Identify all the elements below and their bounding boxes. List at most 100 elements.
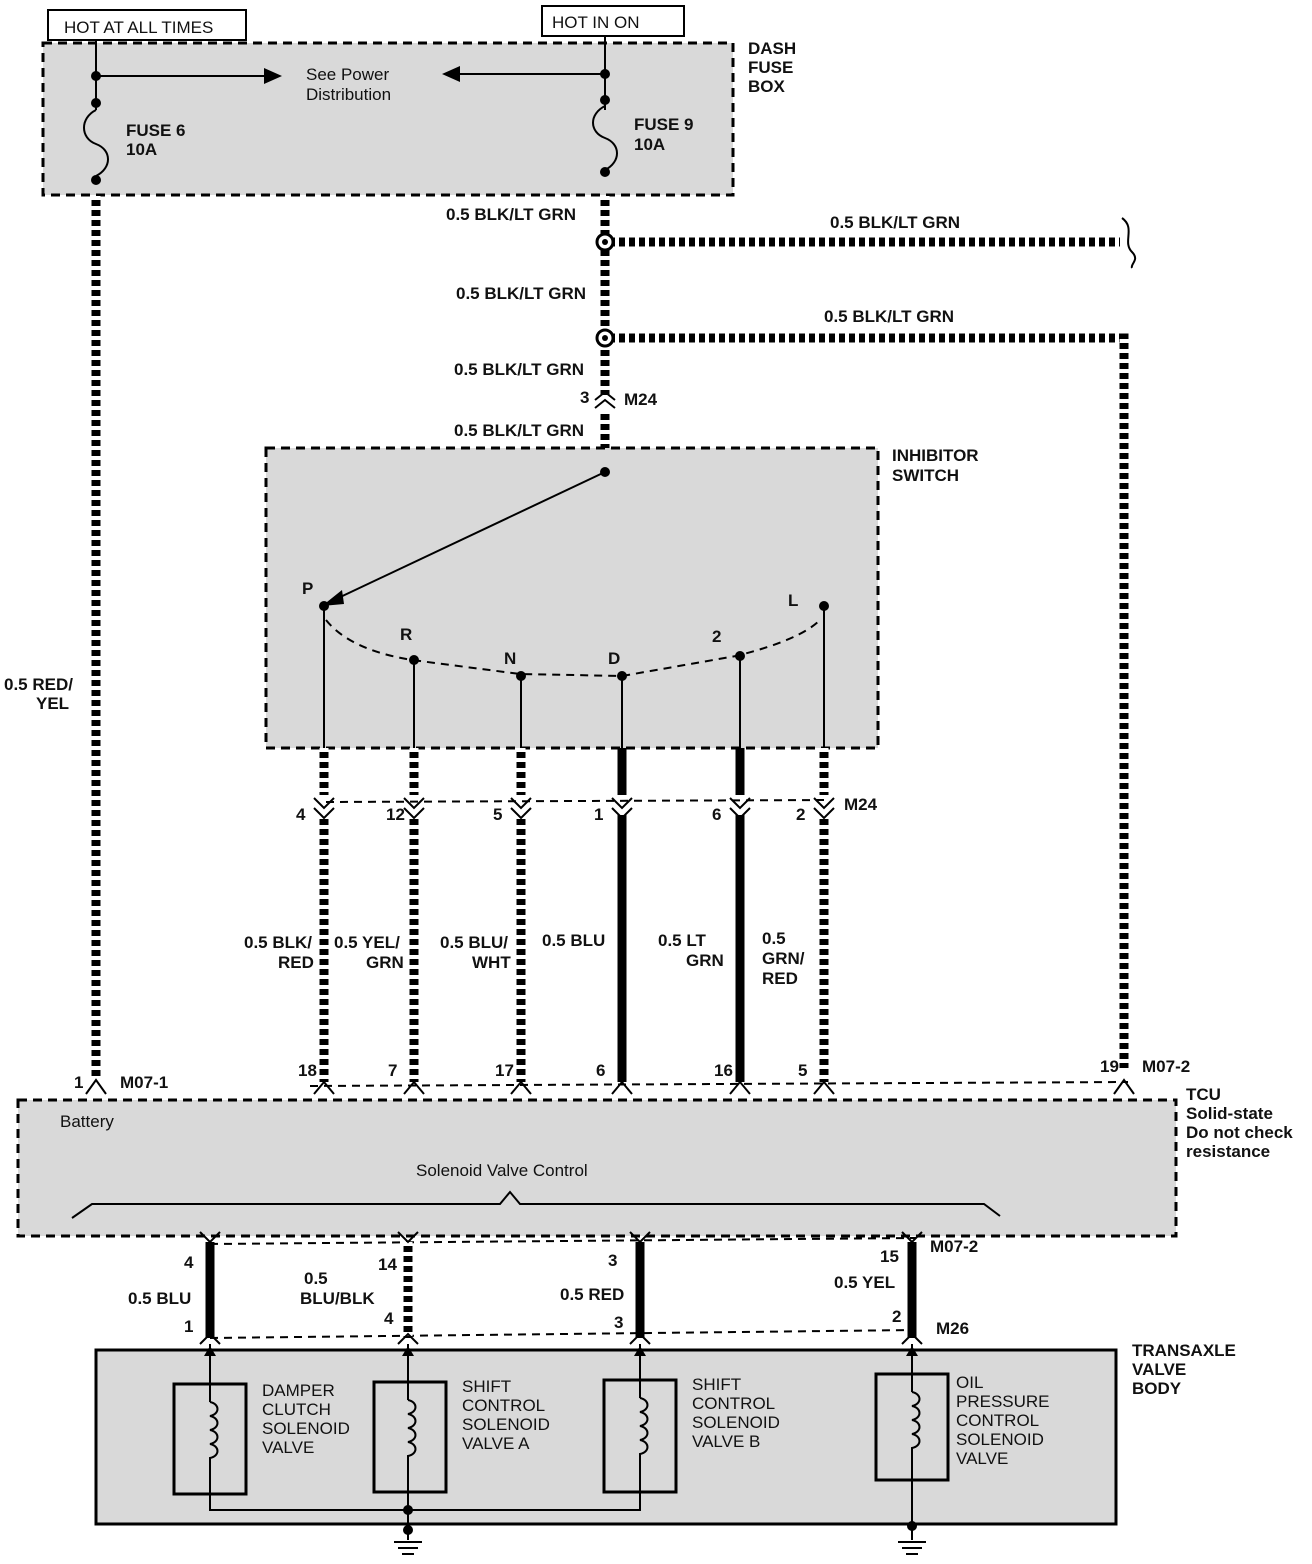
input-wire-label-0-1: RED (278, 953, 314, 972)
m26-connector-line (209, 1329, 917, 1339)
input-wire-label-4-0: 0.5 LT (658, 931, 706, 950)
wire-break-icon (1121, 217, 1137, 269)
dash-fuse-box-label-1: DASH (748, 39, 796, 58)
solenoid-coil-icon-1 (407, 1399, 417, 1500)
output-m26-pin-icon-2 (629, 1332, 651, 1345)
solenoid-label-1-2: SOLENOID (462, 1415, 550, 1434)
hot-at-all-times-box (47, 9, 247, 41)
valve-body-label-3: BODY (1132, 1379, 1182, 1398)
blk-lt-grn-label-3: 0.5 BLK/LT GRN (454, 360, 584, 379)
m24-pin-4: 6 (712, 805, 721, 824)
solenoid-label-2-0: SHIFT (692, 1375, 741, 1394)
tcu-input-pin-4: 16 (714, 1061, 733, 1080)
tcu-label-2: Solid-state (1186, 1104, 1273, 1123)
inhibitor-switch-box (264, 446, 880, 750)
output-m26-pin-icon-0 (199, 1332, 221, 1345)
inhibitor-position-label-1: R (400, 625, 412, 644)
output-wire-label-3-0: 0.5 YEL (834, 1273, 895, 1292)
tcu-input-pin-icon-2 (510, 1080, 532, 1095)
tcu-label-3: Do not check (1186, 1123, 1293, 1142)
solenoid-label-2-1: CONTROL (692, 1394, 775, 1413)
tcu-label-4: resistance (1186, 1142, 1270, 1161)
valve-body-label-1: TRANSAXLE (1132, 1341, 1236, 1360)
input-wires: 418P input127R input517N input16D input6… (244, 748, 847, 1124)
m24-pin-icon-2 (510, 797, 532, 820)
solenoid-label-2-2: SOLENOID (692, 1413, 780, 1432)
output-tcu-pin-0: 4 (184, 1253, 194, 1272)
m24-pin-icon-1 (403, 797, 425, 820)
m07-2-bottom-label: M07-2 (930, 1237, 978, 1256)
tcu-pin19-icon (1113, 1078, 1135, 1095)
inhibitor-contact-1 (409, 655, 419, 665)
fuse9-node-b (600, 167, 610, 177)
output-m26-pin-icon-3 (901, 1332, 923, 1345)
hot-in-on-box (541, 5, 685, 37)
output-tcu-pin-1: 14 (378, 1255, 397, 1274)
fuse6-node-a (91, 98, 101, 108)
tcu-box (16, 1098, 1178, 1238)
tcu-input-pin-5: 5 (798, 1061, 807, 1080)
inhibitor-arc (325, 619, 821, 678)
blk-lt-grn-label-1: 0.5 BLK/LT GRN (446, 205, 576, 224)
tcu-battery-pin-icon (85, 1078, 107, 1095)
fuse9-label: FUSE 9 (634, 115, 694, 134)
input-wire-label-3-0: 0.5 BLU (542, 931, 605, 950)
solenoid-label-3-2: CONTROL (956, 1411, 1039, 1430)
m24-pin-1: 12 (386, 805, 405, 824)
inhibitor-arm (333, 471, 606, 601)
output-tcu-pin-icon-0 (199, 1231, 221, 1244)
output-m26-pin-2: 3 (614, 1313, 623, 1332)
input-wire-label-4-1: GRN (686, 951, 724, 970)
solenoid-label-3-3: SOLENOID (956, 1430, 1044, 1449)
m07-2-bottom-connector-line (209, 1237, 917, 1245)
input-wire-label-5-2: RED (762, 969, 798, 988)
output-m26-pin-3: 2 (892, 1307, 901, 1326)
output-m26-pin-1: 4 (384, 1309, 394, 1328)
inhibitor-contact-0 (319, 601, 329, 611)
input-wire-label-2-1: WHT (472, 953, 511, 972)
solenoid-label-0-3: VALVE (262, 1438, 314, 1457)
dash-fuse-box-label-3: BOX (748, 77, 786, 96)
input-wire-label-5-0: 0.5 (762, 929, 786, 948)
inhibitor-contact-5 (819, 601, 829, 611)
dash-fuse-box (41, 41, 735, 197)
dash-fuse-box-label-2: FUSE (748, 58, 793, 77)
m24-pin-0: 4 (296, 805, 306, 824)
m24-pin-3: 1 (594, 805, 603, 824)
fuse9-node-a (600, 95, 610, 105)
blk-lt-grn-label-4: 0.5 BLK/LT GRN (454, 421, 584, 440)
fuse6-node-b (91, 175, 101, 185)
inhibitor-position-label-2: N (504, 649, 516, 668)
fuse9-symbol (592, 105, 618, 171)
solenoid-box-1 (372, 1380, 448, 1494)
solenoid-label-3-0: OIL (956, 1373, 983, 1392)
fuse6-rating: 10A (126, 140, 157, 159)
m24-label-bottom: M24 (844, 795, 878, 814)
valve-body-label-2: VALVE (1132, 1360, 1186, 1379)
solenoid-label-3-4: VALVE (956, 1449, 1008, 1468)
inhibitor-arm-arrow-icon (322, 590, 344, 606)
output-tcu-pin-icon-1 (397, 1231, 419, 1244)
inhibitor-contacts: P R N D 2 L (302, 579, 829, 748)
red-yel-label-2: YEL (36, 694, 69, 713)
inhibitor-position-label-0: P (302, 579, 313, 598)
inhibitor-position-label-4: 2 (712, 627, 721, 646)
output-tcu-pin-icon-3 (901, 1231, 923, 1244)
tcu-solenoid-control-label: Solenoid Valve Control (416, 1161, 588, 1180)
input-wire-label-1-1: GRN (366, 953, 404, 972)
inhibitor-contact-4 (735, 651, 745, 661)
m24-pin-5: 2 (796, 805, 805, 824)
tcu-input-pin-icon-0 (313, 1080, 335, 1095)
inhibitor-position-label-3: D (608, 649, 620, 668)
inhibitor-switch-label-2: SWITCH (892, 466, 959, 485)
output-tcu-pin-icon-2 (629, 1231, 651, 1244)
inhibitor-position-label-5: L (788, 591, 798, 610)
power-arrow-right-icon (264, 68, 282, 84)
m24-pin-icon-3 (611, 797, 633, 820)
output-wire-label-1-1: BLU/BLK (300, 1289, 375, 1308)
m24-pin-icon-4 (729, 797, 751, 820)
inhibitor-contact-2 (516, 671, 526, 681)
tcu-m07-2-top: M07-2 (1142, 1057, 1190, 1076)
